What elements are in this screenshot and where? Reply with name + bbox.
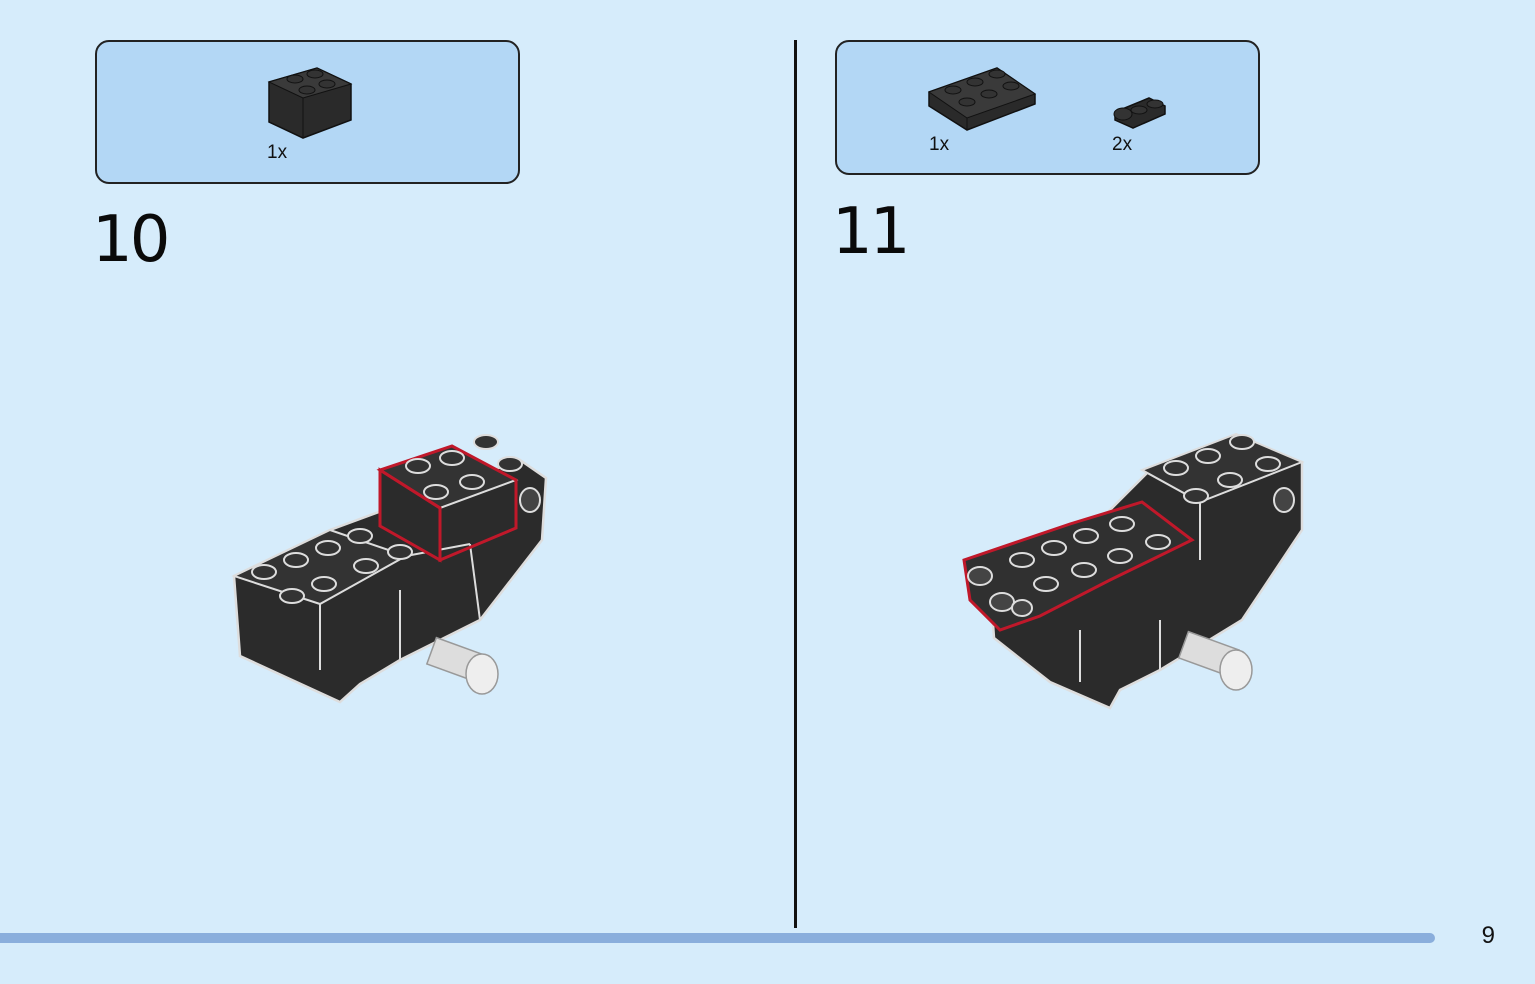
page-number: 9: [1481, 922, 1495, 949]
brick-2x2-icon: [267, 67, 353, 139]
axle-pin: [1177, 630, 1253, 691]
step-10-assembly-illustration: [231, 434, 548, 704]
step-number: 11: [832, 195, 910, 269]
axle-pin: [425, 636, 499, 695]
plate-2x3-icon: [927, 67, 1037, 131]
part-quantity: 1x: [267, 142, 288, 163]
part-quantity: 2x: [1112, 134, 1133, 155]
parts-callout-step-10: 1x: [95, 40, 520, 184]
panel-divider: [794, 40, 797, 928]
footer-bar: [0, 933, 1435, 943]
part-quantity: 1x: [929, 134, 950, 155]
plate-1x2-clip-icon: [1113, 97, 1166, 129]
step-11-assembly-illustration: [962, 432, 1305, 710]
step-number: 10: [92, 203, 170, 277]
parts-callout-step-11: 1x 2x: [835, 40, 1260, 175]
clip-plates: [967, 566, 1033, 617]
